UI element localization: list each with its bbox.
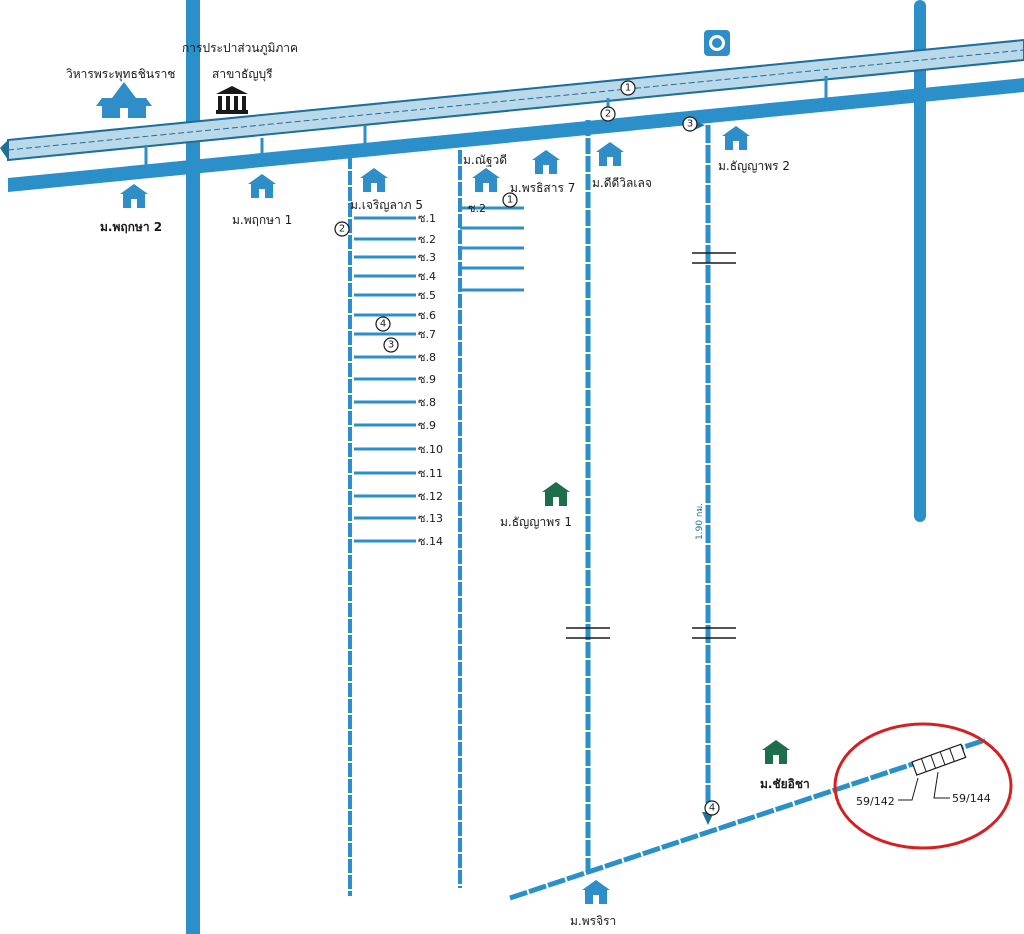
village-label-thanyaporn2: ม.ธัญญาพร 2 (718, 159, 790, 173)
route-marker-number: 4 (709, 803, 715, 814)
soi-label: ซ.13 (418, 512, 443, 525)
waterworks-label-line1: การประปาส่วนภูมิภาค (182, 41, 298, 56)
road-break-marks (566, 252, 736, 639)
bank-building-icon (216, 86, 248, 114)
route-marker: 3 (383, 337, 399, 353)
soi-label: ซ.12 (418, 490, 443, 503)
route-marker-number: 1 (507, 195, 513, 206)
route-marker: 2 (600, 106, 616, 122)
village-label-charoenlap5: ม.เจริญลาภ 5 (350, 198, 423, 212)
route-marker: 2 (334, 221, 350, 237)
route-marker-number: 3 (388, 340, 394, 351)
house-icon (360, 168, 388, 192)
soi-label: ซ.14 (418, 535, 443, 548)
house-icon (722, 126, 750, 150)
route-marker-number: 3 (687, 119, 693, 130)
route-marker: 4 (375, 316, 391, 332)
soi-branches (354, 216, 416, 543)
route-marker-number: 2 (605, 109, 611, 120)
house-icon (596, 142, 624, 166)
temple-icon (96, 82, 152, 118)
house-icon (582, 880, 610, 904)
soi-label: ซ.3 (418, 251, 436, 264)
distance-label: 1.90 กม. (695, 503, 705, 540)
highway (0, 38, 1024, 192)
soi-nanthawadi-label: ซ.2 (468, 202, 486, 215)
soi-label: ซ.9 (418, 373, 436, 386)
village-label-pornjira: ม.พรจิรา (570, 914, 616, 928)
route-marker-number: 1 (625, 83, 631, 94)
village-label-nanthawadi: ม.ณัฐวดี (463, 153, 507, 167)
vertical-main-road-right (914, 0, 926, 522)
house-icon (762, 740, 790, 764)
highlight-circle (833, 722, 1013, 850)
frontage-road-left (7, 169, 181, 185)
route-marker: 1 (620, 80, 636, 96)
soi-labels: ซ.1 ซ.2 ซ.3 ซ.4 ซ.5 ซ.6 ซ.7 ซ.8 ซ.9 ซ.8 ซ.9 ซ.10 ซ.1… (418, 212, 443, 548)
soi-label: ซ.9 (418, 419, 436, 432)
soi-label: ซ.1 (418, 212, 436, 225)
route-marker-number: 2 (339, 224, 345, 235)
soi-label: ซ.8 (418, 396, 436, 409)
village-label-thanyaporn1: ม.ธัญญาพร 1 (500, 515, 572, 529)
village-label-pornsirisan7: ม.พรธิสาร 7 (510, 181, 575, 195)
bottom-diagonal-road (509, 737, 986, 901)
soi-label: ซ.5 (418, 289, 436, 302)
soi-label: ซ.8 (418, 351, 436, 364)
route-marker: 1 (502, 192, 518, 208)
village-label-pruksa1: ม.พฤกษา 1 (232, 213, 292, 227)
vertical-main-road-left (186, 0, 200, 934)
soi-label: ซ.7 (418, 328, 436, 341)
route-marker: 4 (704, 800, 720, 816)
village-label-pruksa2: ม.พฤกษา 2 (100, 220, 162, 234)
waterworks-label-line2: สาขาธัญบุรี (212, 67, 273, 82)
gas-station-logo-icon (704, 30, 730, 56)
soi-label: ซ.11 (418, 467, 443, 480)
house-lots (911, 743, 967, 776)
temple-label: วิหารพระพุทธชินราช (66, 67, 176, 82)
house-icon (472, 168, 500, 192)
soi-label: ซ.6 (418, 309, 436, 322)
nanthawadi-branches (460, 206, 524, 292)
route-marker-number: 4 (380, 319, 386, 330)
house-number-right: 59/144 (952, 792, 991, 805)
house-number-left: 59/142 (856, 795, 895, 808)
village-icons (120, 126, 790, 904)
village-label-dediwillage: ม.ดีดีวิลเลจ (592, 176, 652, 190)
soi-label: ซ.4 (418, 270, 436, 283)
village-label-chaiyisa: ม.ชัยอิชา (760, 777, 810, 791)
house-icon (542, 482, 570, 506)
soi-label: ซ.2 (418, 233, 436, 246)
house-icon (120, 184, 148, 208)
frontage-road (214, 117, 701, 165)
house-icon (532, 150, 560, 174)
route-marker: 3 (682, 116, 698, 132)
house-icon (248, 174, 276, 198)
soi-label: ซ.10 (418, 443, 443, 456)
